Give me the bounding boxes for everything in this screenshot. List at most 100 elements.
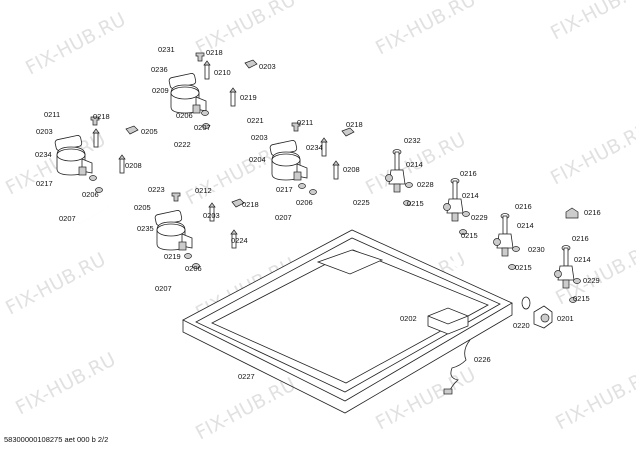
bracket-clip xyxy=(341,127,355,137)
part-label-0234: 0234 xyxy=(35,150,52,159)
part-label-0210: 0210 xyxy=(214,68,231,77)
hob-tray-floor xyxy=(211,249,489,384)
seal xyxy=(403,200,411,206)
part-label-0218: 0218 xyxy=(93,112,110,121)
part-label-0221: 0221 xyxy=(247,116,264,125)
valve-inlet xyxy=(493,238,501,246)
part-label-0212: 0212 xyxy=(195,186,212,195)
part-label-0222: 0222 xyxy=(174,140,191,149)
part-label-0205: 0205 xyxy=(141,127,158,136)
part-label-0201: 0201 xyxy=(557,314,574,323)
thermocouple-pin-tip xyxy=(230,229,238,235)
drawing-reference: 58300000108275 aet 000 b 2/2 xyxy=(4,435,109,444)
part-label-0211: 0211 xyxy=(44,110,60,119)
part-label-0232: 0232 xyxy=(404,136,421,145)
part-label-0228: 0228 xyxy=(417,180,434,189)
seal xyxy=(459,229,467,235)
gas-pipe-0225-core xyxy=(164,261,219,301)
part-label-0231: 0231 xyxy=(158,45,175,54)
watermark-text: FIX-HUB.RU xyxy=(372,0,479,59)
burner-assembly-1 xyxy=(168,73,207,114)
part-label-0235: 0235 xyxy=(137,224,154,233)
watermark-text: FIX-HUB.RU xyxy=(192,373,299,444)
part-label-0206: 0206 xyxy=(296,198,313,207)
gas-pipe-0221-core xyxy=(61,195,121,233)
seal xyxy=(508,264,516,270)
injector-0220 xyxy=(565,207,579,219)
thermocouple-pin-tip xyxy=(203,60,211,66)
part-label-0223: 0223 xyxy=(148,185,165,194)
part-label-0218: 0218 xyxy=(206,48,223,57)
burner-connector xyxy=(192,104,201,114)
valve-inlet xyxy=(554,270,562,278)
burner-cup-rim xyxy=(271,153,301,167)
part-label-0203: 0203 xyxy=(251,133,268,142)
ignition-module-top xyxy=(427,315,469,325)
part-label-0206: 0206 xyxy=(185,264,202,273)
valve-outlet xyxy=(393,183,401,193)
ignition-cable-0227 xyxy=(447,339,471,395)
burner-connector xyxy=(78,166,87,176)
part-label-0207: 0207 xyxy=(194,123,211,132)
part-label-0234: 0234 xyxy=(306,143,323,152)
bracket-clip xyxy=(231,198,245,208)
o-ring xyxy=(512,246,520,252)
part-label-0219: 0219 xyxy=(164,252,181,261)
thermocouple-pin xyxy=(204,64,210,80)
manifold-pipe-core xyxy=(378,216,522,306)
part-label-0215: 0215 xyxy=(515,263,532,272)
part-label-0229: 0229 xyxy=(471,213,488,222)
bracket-clip xyxy=(244,59,258,69)
part-label-0230: 0230 xyxy=(528,245,545,254)
burner-assembly-2 xyxy=(54,135,93,176)
valve-spindle xyxy=(563,247,569,267)
thermocouple-pin-tip xyxy=(229,87,237,93)
seal xyxy=(569,297,577,303)
part-label-0207: 0207 xyxy=(275,213,292,222)
watermark-text: FIX-HUB.RU xyxy=(2,128,109,199)
part-label-0227: 0227 xyxy=(238,372,255,381)
washer xyxy=(184,253,192,259)
screw xyxy=(171,192,181,202)
hob-tray-edge xyxy=(182,303,513,414)
part-label-0207: 0207 xyxy=(59,214,76,223)
part-label-0206: 0206 xyxy=(82,190,99,199)
watermark-text: FIX-HUB.RU xyxy=(2,248,109,319)
screw xyxy=(291,122,301,132)
burner-cup-rim xyxy=(56,148,86,162)
washer xyxy=(298,183,306,189)
part-label-0203: 0203 xyxy=(203,211,220,220)
o-ring xyxy=(462,211,470,217)
part-label-0215: 0215 xyxy=(573,294,590,303)
part-label-0217: 0217 xyxy=(36,179,53,188)
burner-connector xyxy=(293,171,302,181)
part-label-0203: 0203 xyxy=(259,62,276,71)
part-label-0216: 0216 xyxy=(515,202,532,211)
watermark-text: FIX-HUB.RU xyxy=(12,348,119,419)
screw xyxy=(195,52,205,62)
valve-spindle xyxy=(394,151,400,171)
part-label-0208: 0208 xyxy=(343,165,360,174)
part-label-0209: 0209 xyxy=(152,86,169,95)
part-label-0214: 0214 xyxy=(462,191,479,200)
part-label-0203: 0203 xyxy=(36,127,53,136)
part-label-0214: 0214 xyxy=(517,221,534,230)
washer xyxy=(95,187,103,193)
o-ring xyxy=(573,278,581,284)
part-label-0208: 0208 xyxy=(125,161,142,170)
valve-outlet xyxy=(501,247,509,257)
gas-valve-0230 xyxy=(493,213,514,257)
thermocouple-pin-tip xyxy=(92,128,100,134)
washer xyxy=(201,110,209,116)
part-label-0214: 0214 xyxy=(406,160,423,169)
part-label-0236: 0236 xyxy=(151,65,168,74)
part-label-0214: 0214 xyxy=(574,255,591,264)
part-label-0215: 0215 xyxy=(407,199,424,208)
part-label-0211: 0211 xyxy=(297,118,313,127)
thermocouple-pin-tip xyxy=(118,154,126,160)
thermocouple-pin xyxy=(119,158,125,174)
gas-valve-0228 xyxy=(385,149,406,193)
